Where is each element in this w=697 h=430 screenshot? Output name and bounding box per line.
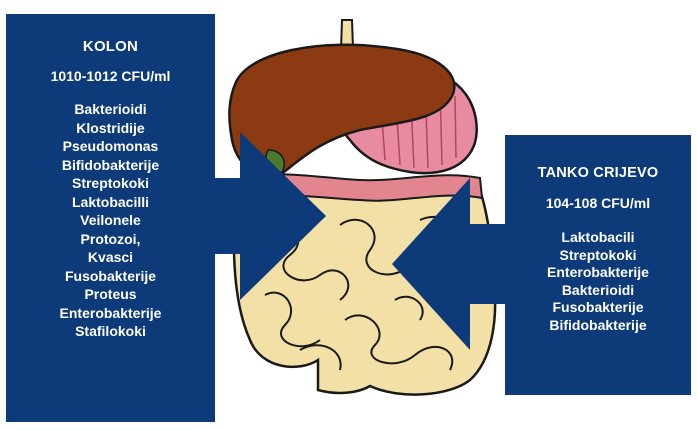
list-item: Protozoi, (6, 230, 215, 249)
list-item: Streptokoki (505, 247, 691, 265)
colon-organism-list: Bakterioidi Klostridije Pseudomonas Bifi… (6, 100, 215, 341)
list-item: Bakterioidi (505, 282, 691, 300)
list-item: Pseudomonas (6, 137, 215, 156)
list-item: Stafilokoki (6, 322, 215, 341)
colon-panel: KOLON 1010-1012 CFU/ml Bakterioidi Klost… (6, 14, 215, 422)
colon-cfu: 1010-1012 CFU/ml (6, 68, 215, 84)
small-intestine-organism-list: Laktobacili Streptokoki Enterobakterije … (505, 229, 691, 334)
list-item: Fusobakterije (505, 299, 691, 317)
list-item: Klostridije (6, 119, 215, 138)
small-intestine-title: TANKO CRIJEVO (505, 165, 691, 181)
list-item: Laktobacili (505, 229, 691, 247)
list-item: Fusobakterije (6, 267, 215, 286)
list-item: Laktobacilli (6, 193, 215, 212)
list-item: Enterobakterije (505, 264, 691, 282)
list-item: Proteus (6, 285, 215, 304)
colon-title: KOLON (6, 38, 215, 55)
list-item: Bifidobakterije (6, 156, 215, 175)
list-item: Streptokoki (6, 174, 215, 193)
list-item: Bifidobakterije (505, 317, 691, 335)
list-item: Bakterioidi (6, 100, 215, 119)
list-item: Kvasci (6, 248, 215, 267)
list-item: Enterobakterije (6, 304, 215, 323)
small-intestine-panel: TANKO CRIJEVO 104-108 CFU/ml Laktobacili… (505, 135, 691, 395)
small-intestine-cfu: 104-108 CFU/ml (505, 195, 691, 211)
list-item: Veilonele (6, 211, 215, 230)
